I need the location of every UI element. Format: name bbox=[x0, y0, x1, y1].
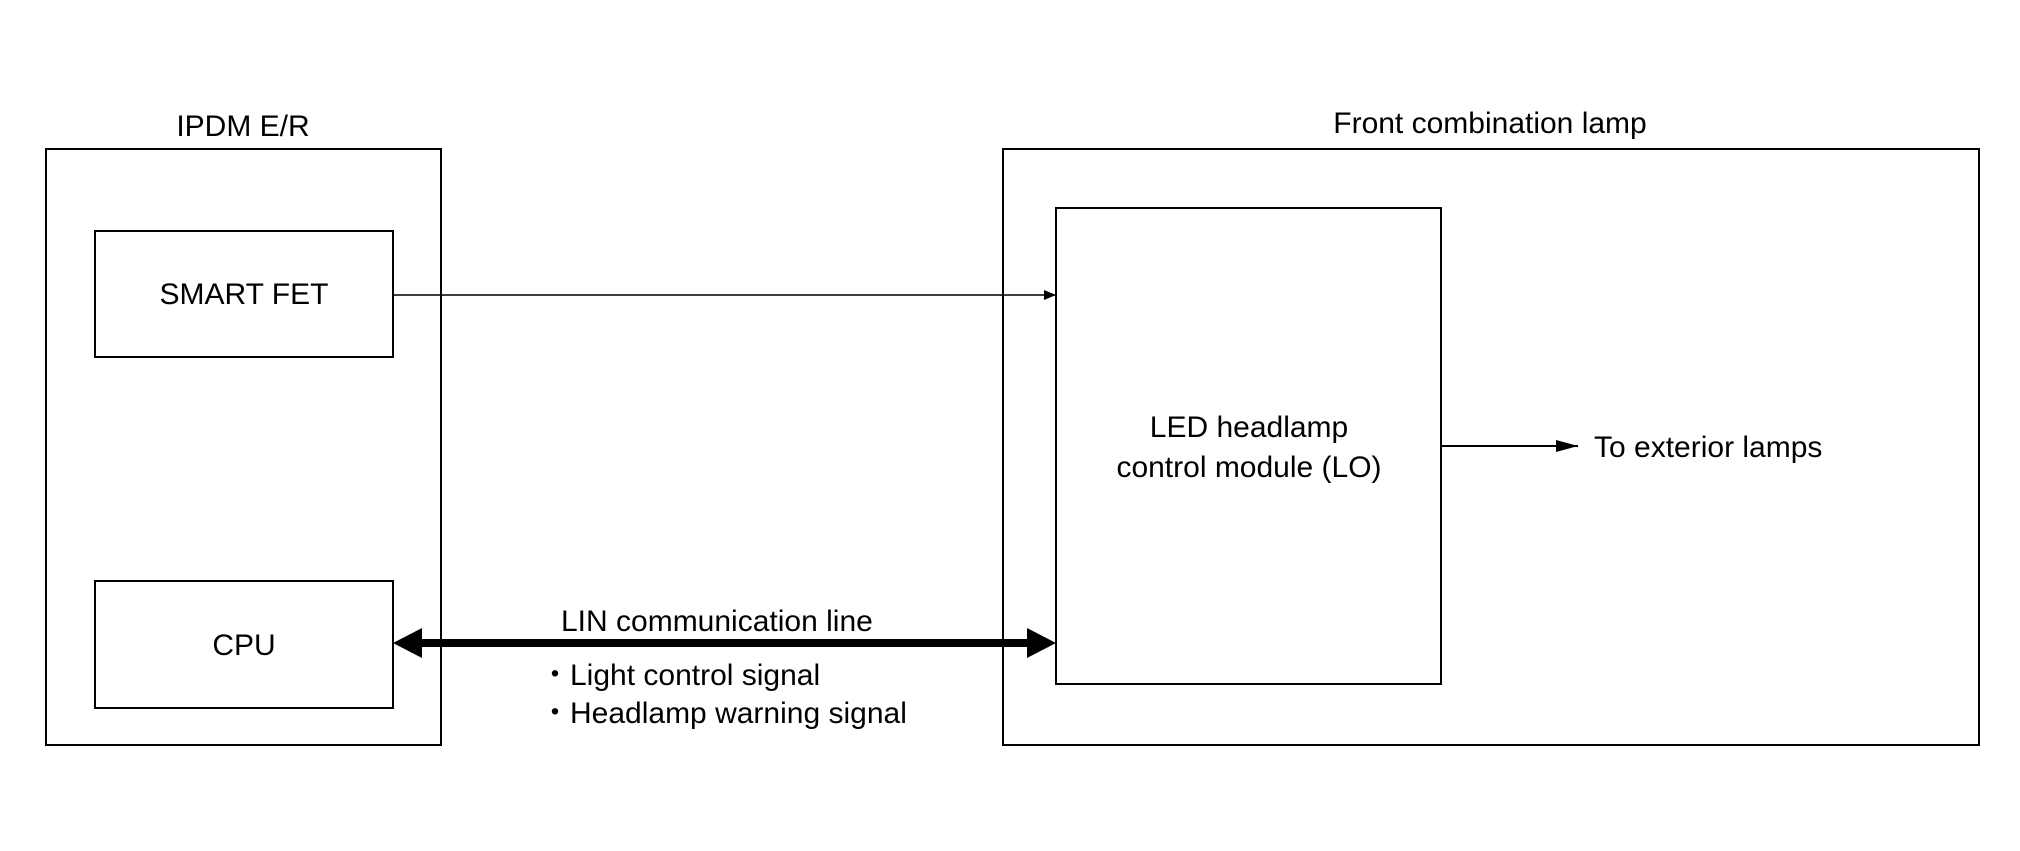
lin-communication-line-label: LIN communication line bbox=[561, 605, 873, 638]
smart-fet-box bbox=[94, 230, 394, 358]
lin-communication-bus bbox=[393, 628, 1056, 658]
front-combination-lamp-box bbox=[1002, 148, 1980, 746]
smart-fet-label: SMART FET bbox=[160, 278, 329, 311]
light-control-signal-label: ・Light control signal bbox=[540, 659, 820, 692]
to-exterior-lamps-label: To exterior lamps bbox=[1594, 431, 1822, 464]
led-headlamp-module-label-line1: LED headlamp bbox=[1150, 411, 1348, 444]
ipdm-title: IPDM E/R bbox=[176, 110, 309, 143]
headlamp-warning-signal-label: ・Headlamp warning signal bbox=[540, 697, 907, 730]
ipdm-box bbox=[45, 148, 442, 746]
led-headlamp-control-module-box bbox=[1055, 207, 1442, 685]
led-headlamp-module-label-line2: control module (LO) bbox=[1116, 451, 1381, 484]
cpu-box bbox=[94, 580, 394, 709]
cpu-label: CPU bbox=[212, 629, 275, 662]
front-combination-lamp-title: Front combination lamp bbox=[1333, 107, 1646, 140]
